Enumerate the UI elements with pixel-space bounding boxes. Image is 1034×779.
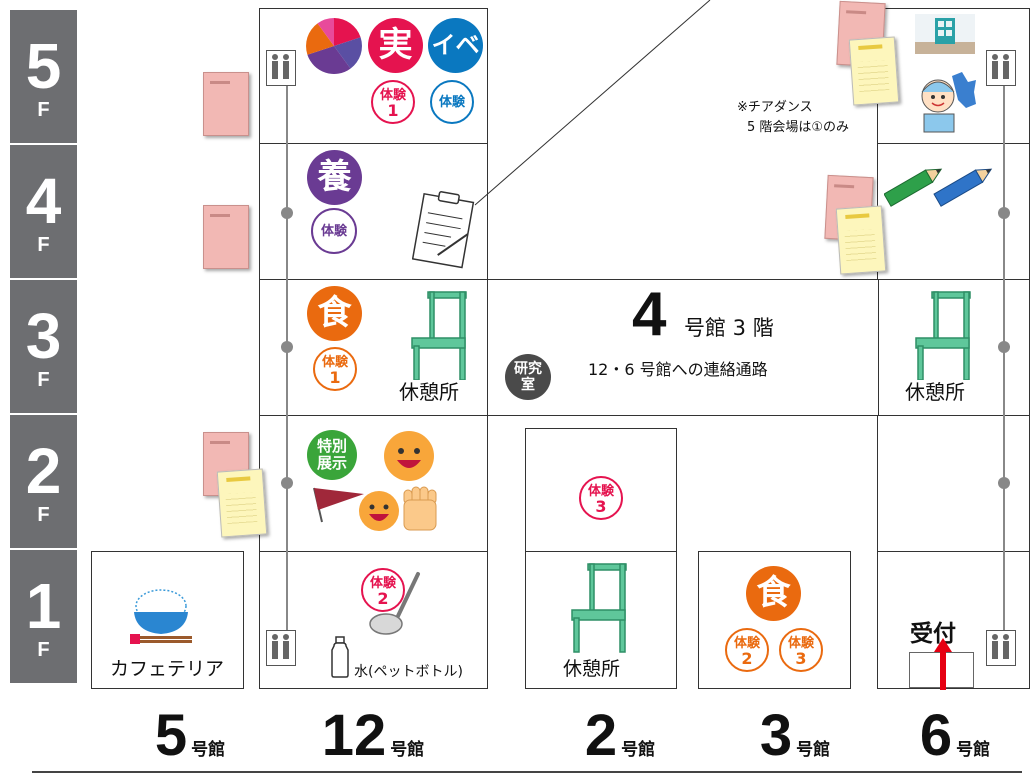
- pencils-icon: [884, 168, 993, 207]
- floor-divider: [877, 279, 1030, 280]
- floor-divider: [877, 415, 1030, 416]
- taiken-ring: 体験: [311, 208, 357, 254]
- floor-divider: [259, 279, 488, 280]
- badge-you: 養: [307, 150, 362, 205]
- building-2-outline: [525, 428, 677, 689]
- rest-area-label: 休憩所: [905, 380, 965, 404]
- pie-chart-icon: [306, 18, 362, 74]
- rice-bowl-icon: [130, 589, 192, 644]
- floor-divider: [877, 551, 1030, 552]
- water-bottle-icon: [331, 636, 349, 678]
- rest-area-label: 休憩所: [399, 380, 459, 404]
- notepad-icon: [216, 468, 268, 538]
- ladle-icon: [369, 572, 420, 635]
- badge-jitsu: 実: [368, 18, 423, 73]
- bottom-rule: [32, 771, 1022, 773]
- restroom-icon: [986, 630, 1016, 666]
- badge-ibe: イベ: [428, 18, 483, 73]
- elevator-line-6: [1003, 80, 1005, 650]
- pamphlet-icon: [203, 72, 249, 136]
- building-4-corridor: [487, 279, 879, 416]
- chair-icon: [571, 563, 627, 653]
- taiken-ring: 体験: [430, 80, 474, 124]
- elevator-stop: [998, 341, 1010, 353]
- floor-divider: [525, 551, 677, 552]
- corridor-subtitle: 12・6 号館への連絡通路: [588, 360, 768, 379]
- notepad-icon: [835, 205, 887, 275]
- floor-divider: [259, 415, 488, 416]
- elevator-stop: [281, 477, 293, 489]
- smiley-icon: [359, 491, 399, 531]
- floor-divider: [877, 143, 1030, 144]
- arrow-up-icon: [934, 638, 952, 690]
- pamphlet-icon: [203, 205, 249, 269]
- fist-icon: [403, 486, 437, 531]
- badge-shoku: 食: [307, 286, 362, 341]
- reception-label: 受付: [910, 621, 956, 647]
- cheer-note-line1: ※チアダンス: [737, 100, 813, 115]
- rest-area-label: 休憩所: [563, 658, 621, 680]
- corridor-title: 号館 3 階: [684, 316, 774, 340]
- pointer-line: [474, 0, 711, 206]
- cafeteria-label: カフェテリア: [110, 658, 225, 680]
- elevator-stop: [998, 207, 1010, 219]
- pennant-icon: [313, 487, 364, 523]
- elevator-line-12: [286, 80, 288, 650]
- restroom-icon: [266, 630, 296, 666]
- badge-tokubetsu: 特別展示: [307, 430, 357, 480]
- elevator-stop: [281, 207, 293, 219]
- building-photo-icon: [915, 14, 975, 54]
- floor-divider: [259, 551, 488, 552]
- notepad-icon: [848, 36, 900, 106]
- clipboard-icon: [412, 191, 475, 269]
- restroom-icon: [986, 50, 1016, 86]
- cheerleader-icon: [921, 72, 976, 133]
- restroom-icon: [266, 50, 296, 86]
- floor-divider: [259, 143, 488, 144]
- smiley-icon: [384, 431, 434, 481]
- chair-icon: [411, 291, 467, 380]
- elevator-stop: [281, 341, 293, 353]
- chair-icon: [915, 291, 971, 380]
- cheer-note-line2: 5 階会場は①のみ: [747, 120, 850, 135]
- elevator-stop: [998, 477, 1010, 489]
- badge-kenkyu: 研究室: [505, 354, 551, 400]
- badge-shoku: 食: [746, 566, 801, 621]
- water-label: 水(ペットボトル): [354, 664, 463, 680]
- corridor-building-number: 4: [632, 280, 667, 349]
